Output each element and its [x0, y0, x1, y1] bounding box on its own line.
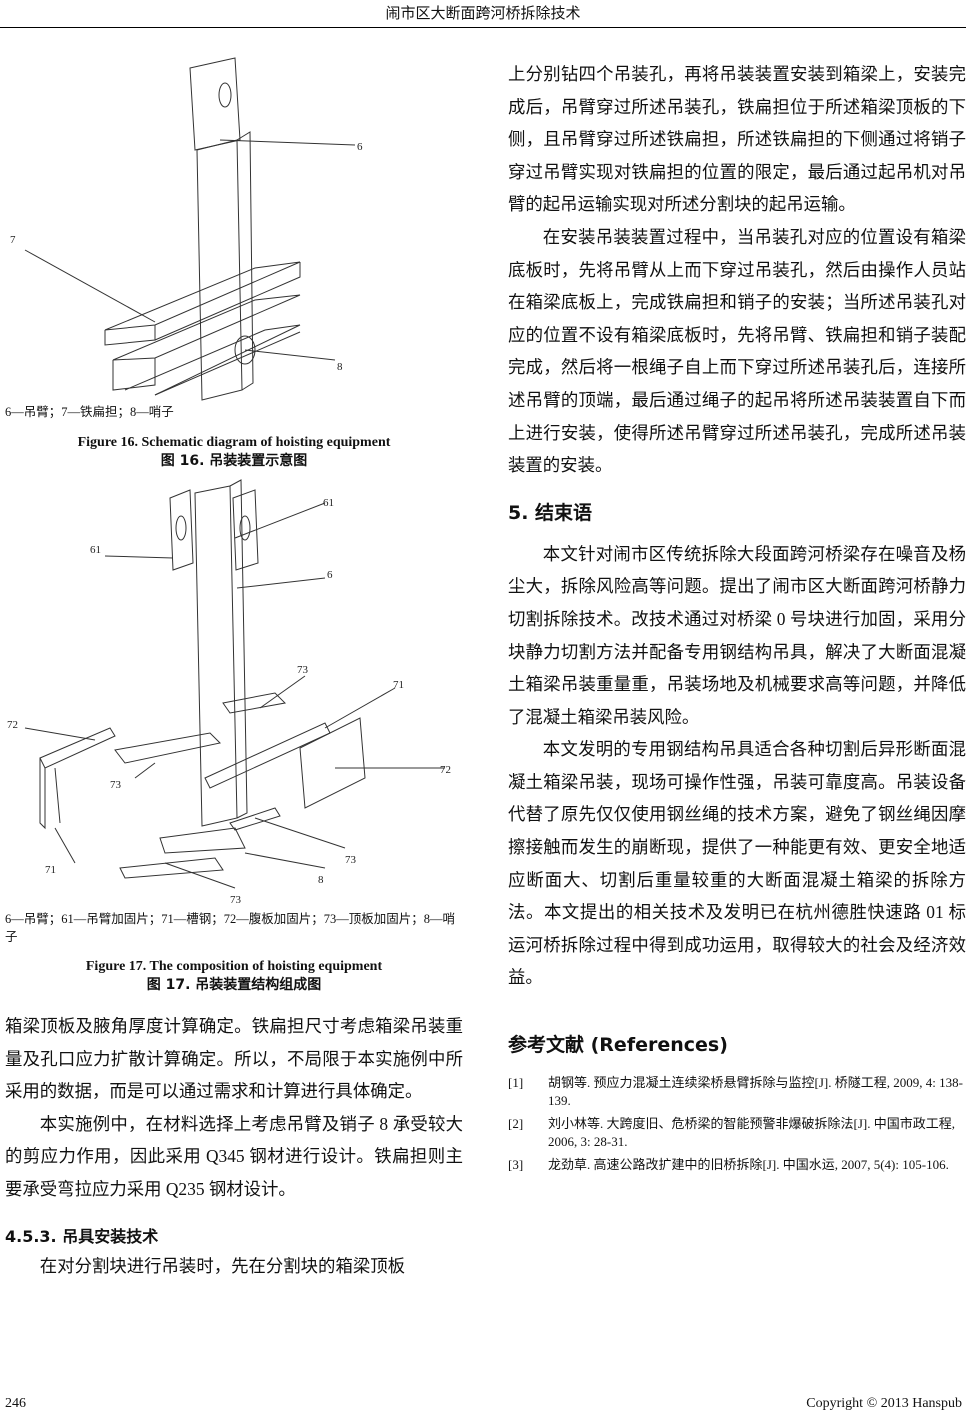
fig16-label: 7	[10, 234, 16, 246]
body-paragraph: 在对分割块进行吊装时，先在分割块的箱梁顶板	[39, 1255, 406, 1276]
figure-16-caption-zh: 图 16. 吊装装置示意图	[160, 453, 308, 469]
reference-item: [1] 胡钢等. 预应力混凝土连续梁桥悬臂拆除与监控[J]. 桥隧工程, 2009…	[508, 1074, 966, 1110]
reference-number: [1]	[508, 1075, 524, 1091]
fig17-label: 73	[297, 664, 309, 676]
figure-17-drawing: 61 61 6 73 71 72 72 73 73 71 8 73	[7, 479, 451, 906]
page-number: 246	[5, 1396, 26, 1411]
reference-text: 刘小林等. 大跨度旧、危桥梁的智能预警非爆破拆除法[J]. 中国市政工程, 20…	[548, 1116, 955, 1150]
fig17-label: 6	[327, 569, 333, 581]
body-paragraph: 本实施例中，在材料选择上考虑吊臂及销子 8 承受较大的剪应力作用，因此采用 Q3…	[5, 1113, 463, 1199]
fig17-label: 71	[45, 864, 56, 876]
fig16-label: 6	[357, 141, 363, 153]
references-heading: 参考文献 (References)	[508, 1034, 728, 1057]
reference-number: [2]	[508, 1116, 524, 1132]
left-column: 6 7 8 6—吊臂；7—铁扁担；8—哨子 Figure 16. Schemat…	[5, 40, 463, 1282]
figure-16-drawing: 6 7 8	[10, 57, 363, 401]
body-paragraph: 本文发明的专用钢结构吊具适合各种切割后异形断面混凝土箱梁吊装，现场可操作性强，吊…	[508, 739, 966, 988]
fig17-label: 72	[440, 764, 451, 776]
fig17-label: 72	[7, 719, 18, 731]
reference-text: 胡钢等. 预应力混凝土连续梁桥悬臂拆除与监控[J]. 桥隧工程, 2009, 4…	[548, 1075, 963, 1109]
reference-text: 龙劲草. 高速公路改扩建中的旧桥拆除[J]. 中国水运, 2007, 5(4):…	[548, 1157, 949, 1173]
fig17-label: 61	[90, 544, 101, 556]
fig17-label: 73	[230, 894, 242, 906]
figure-17-caption-en: Figure 17. The composition of hoisting e…	[85, 959, 383, 974]
body-paragraph: 本文针对闹市区传统拆除大段面跨河桥梁存在噪音及杨尘大，拆除风险高等问题。提出了闹…	[508, 543, 966, 727]
fig17-label: 73	[345, 854, 357, 866]
figure-16-caption-en: Figure 16. Schematic diagram of hoisting…	[77, 435, 391, 450]
reference-list: [1] 胡钢等. 预应力混凝土连续梁桥悬臂拆除与监控[J]. 桥隧工程, 2009…	[508, 1074, 966, 1174]
fig17-label: 8	[318, 874, 324, 886]
reference-number: [3]	[508, 1157, 524, 1173]
copyright: Copyright © 2013 Hanspub	[806, 1396, 962, 1411]
section-heading: 5. 结束语	[508, 501, 593, 524]
body-paragraph: 箱梁顶板及腋角厚度计算确定。铁扁担尺寸考虑箱梁吊装重量及孔口应力扩散计算确定。所…	[5, 1016, 463, 1102]
reference-item: [3] 龙劲草. 高速公路改扩建中的旧桥拆除[J]. 中国水运, 2007, 5(…	[508, 1156, 966, 1174]
figure-17-caption-zh: 图 17. 吊装装置结构组成图	[146, 977, 322, 993]
fig17-label: 71	[393, 679, 404, 691]
body-paragraph: 上分别钻四个吊装孔，再将吊装装置安装到箱梁上，安装完成后，吊臂穿过所述吊装孔，铁…	[508, 64, 966, 215]
fig17-label: 61	[323, 497, 334, 509]
figure-16-note: 6—吊臂；7—铁扁担；8—哨子	[5, 405, 174, 419]
body-paragraph: 在安装吊装装置过程中，当吊装孔对应的位置设有箱梁底板时，先将吊臂从上而下穿过吊装…	[508, 226, 966, 476]
reference-item: [2] 刘小林等. 大跨度旧、危桥梁的智能预警非爆破拆除法[J]. 中国市政工程,…	[508, 1115, 966, 1151]
section-heading: 4.5.3. 吊具安装技术	[5, 1226, 159, 1246]
header-rule	[0, 27, 966, 28]
fig16-label: 8	[337, 361, 343, 373]
fig17-label: 73	[110, 779, 122, 791]
running-header: 闹市区大断面跨河桥拆除技术	[385, 6, 581, 22]
right-column: 上分别钻四个吊装孔，再将吊装装置安装到箱梁上，安装完成后，吊臂穿过所述吊装孔，铁…	[508, 58, 966, 1179]
figure-17-note: 6—吊臂；61—吊臂加固片；71—槽钢；72—腹板加固片；73—顶板加固片；8—…	[5, 912, 456, 944]
